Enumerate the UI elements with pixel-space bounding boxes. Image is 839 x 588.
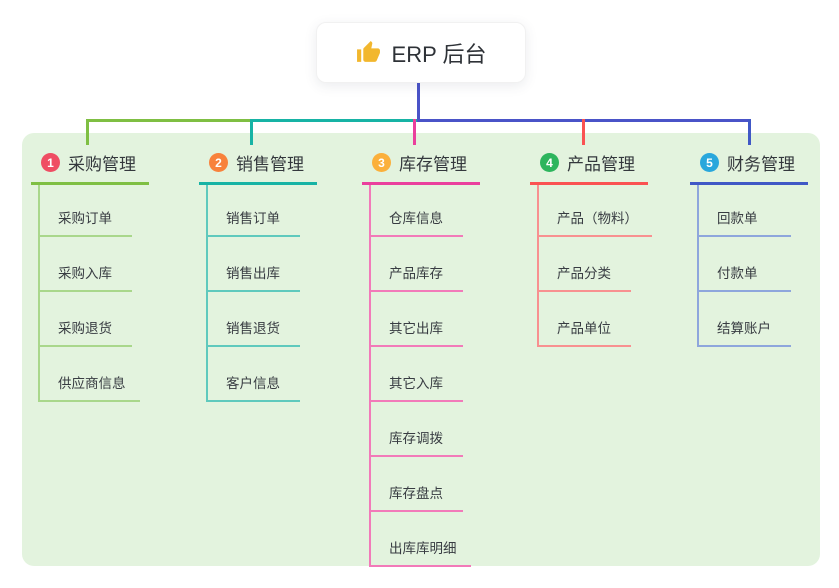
item-label[interactable]: 采购订单	[40, 207, 132, 237]
drop-line-finance	[748, 119, 751, 145]
branch-items: 采购订单 采购入库 采购退货 供应商信息	[38, 185, 149, 402]
list-item: 回款单	[699, 185, 808, 237]
branch-sales: 2 销售管理 销售订单 销售出库 销售退货 客户信息	[199, 148, 317, 402]
branch-header-inventory[interactable]: 3 库存管理	[362, 148, 480, 185]
item-label[interactable]: 付款单	[699, 262, 791, 292]
item-label[interactable]: 产品单位	[539, 317, 631, 347]
branch-number-badge: 5	[700, 153, 719, 172]
list-item: 库存盘点	[371, 457, 480, 512]
item-label[interactable]: 供应商信息	[40, 372, 140, 402]
list-item: 销售订单	[208, 185, 317, 237]
item-label[interactable]: 产品分类	[539, 262, 631, 292]
list-item: 采购入库	[40, 237, 149, 292]
list-item: 付款单	[699, 237, 808, 292]
drop-line-purchase	[86, 119, 89, 145]
branch-label: 销售管理	[236, 155, 304, 174]
drop-line-sales	[250, 119, 253, 145]
branch-number-badge: 3	[372, 153, 391, 172]
bus-line-sales	[253, 119, 417, 122]
item-label[interactable]: 销售订单	[208, 207, 300, 237]
list-item: 供应商信息	[40, 347, 149, 402]
branch-finance: 5 财务管理 回款单 付款单 结算账户	[690, 148, 808, 347]
list-item: 采购退货	[40, 292, 149, 347]
root-node-erp[interactable]: ERP 后台	[316, 22, 526, 83]
branch-label: 库存管理	[399, 155, 467, 174]
branch-items: 产品（物料） 产品分类 产品单位	[537, 185, 652, 347]
list-item: 出库库明细	[371, 512, 480, 567]
list-item: 仓库信息	[371, 185, 480, 237]
item-label[interactable]: 产品（物料）	[539, 207, 652, 237]
list-item: 产品（物料）	[539, 185, 652, 237]
branch-number-badge: 2	[209, 153, 228, 172]
item-label[interactable]: 结算账户	[699, 317, 791, 347]
list-item: 结算账户	[699, 292, 808, 347]
item-label[interactable]: 客户信息	[208, 372, 300, 402]
item-label[interactable]: 库存调拨	[371, 427, 463, 457]
branch-items: 销售订单 销售出库 销售退货 客户信息	[206, 185, 317, 402]
list-item: 库存调拨	[371, 402, 480, 457]
item-label[interactable]: 库存盘点	[371, 482, 463, 512]
branch-label: 财务管理	[727, 155, 795, 174]
item-label[interactable]: 其它入库	[371, 372, 463, 402]
branches-panel	[22, 133, 820, 566]
list-item: 产品分类	[539, 237, 652, 292]
item-label[interactable]: 采购退货	[40, 317, 132, 347]
branch-product: 4 产品管理 产品（物料） 产品分类 产品单位	[530, 148, 652, 347]
branch-number-badge: 4	[540, 153, 559, 172]
item-label[interactable]: 其它出库	[371, 317, 463, 347]
item-label[interactable]: 回款单	[699, 207, 791, 237]
branch-header-purchase[interactable]: 1 采购管理	[31, 148, 149, 185]
item-label[interactable]: 仓库信息	[371, 207, 463, 237]
branch-label: 采购管理	[68, 155, 136, 174]
list-item: 产品单位	[539, 292, 652, 347]
branch-items: 仓库信息 产品库存 其它出库 其它入库 库存调拨 库存盘点 出库库明细	[369, 185, 480, 567]
drop-line-product	[582, 119, 585, 145]
bus-line-purchase	[87, 119, 253, 122]
branch-number-badge: 1	[41, 153, 60, 172]
branch-header-sales[interactable]: 2 销售管理	[199, 148, 317, 185]
item-label[interactable]: 销售退货	[208, 317, 300, 347]
branch-header-product[interactable]: 4 产品管理	[530, 148, 648, 185]
item-label[interactable]: 产品库存	[371, 262, 463, 292]
item-label[interactable]: 出库库明细	[371, 537, 471, 567]
list-item: 销售出库	[208, 237, 317, 292]
item-label[interactable]: 销售出库	[208, 262, 300, 292]
list-item: 其它出库	[371, 292, 480, 347]
list-item: 产品库存	[371, 237, 480, 292]
branch-items: 回款单 付款单 结算账户	[697, 185, 808, 347]
branch-inventory: 3 库存管理 仓库信息 产品库存 其它出库 其它入库 库存调拨 库存盘点 出库库…	[362, 148, 480, 567]
branch-label: 产品管理	[567, 155, 635, 174]
root-node-title: ERP 后台	[391, 41, 487, 67]
branch-header-finance[interactable]: 5 财务管理	[690, 148, 808, 185]
list-item: 客户信息	[208, 347, 317, 402]
list-item: 采购订单	[40, 185, 149, 237]
drop-line-inventory	[413, 119, 416, 145]
thumbs-up-icon	[356, 41, 380, 62]
branch-purchase: 1 采购管理 采购订单 采购入库 采购退货 供应商信息	[31, 148, 149, 402]
list-item: 销售退货	[208, 292, 317, 347]
root-trunk-line	[417, 80, 420, 120]
item-label[interactable]: 采购入库	[40, 262, 132, 292]
list-item: 其它入库	[371, 347, 480, 402]
